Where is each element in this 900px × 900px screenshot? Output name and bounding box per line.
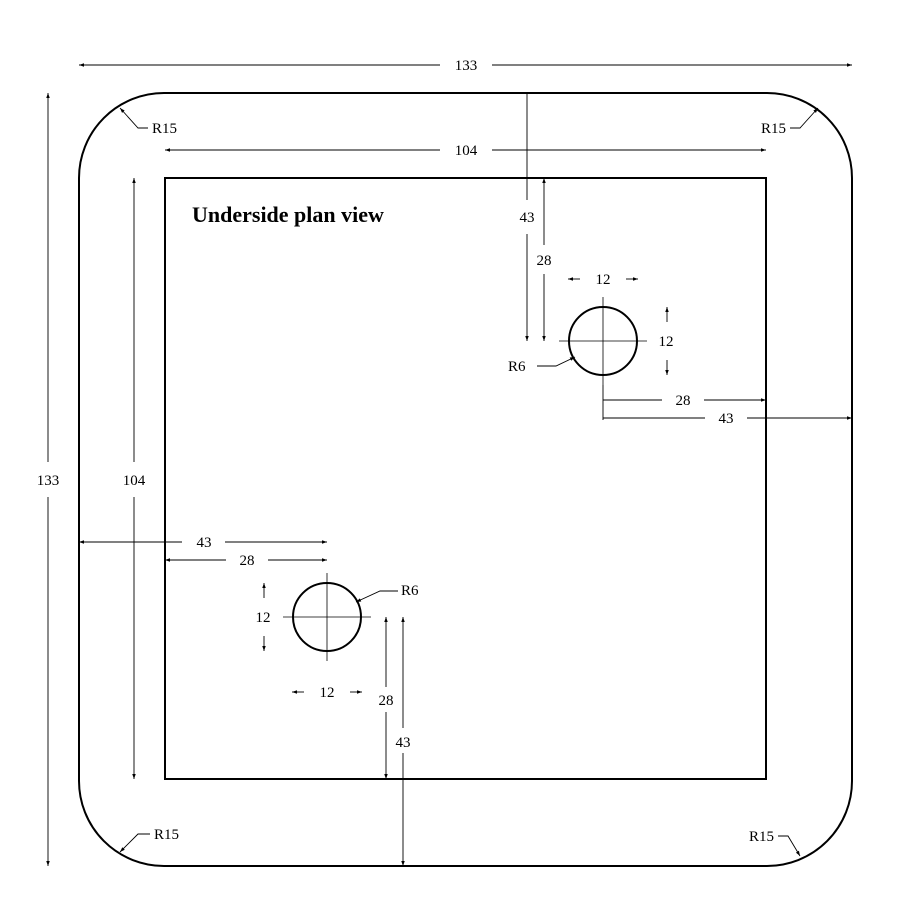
dim-upper-hole-diameter-v-text: 12 xyxy=(659,334,674,350)
dim-upper-hole-top-28-text: 28 xyxy=(537,253,552,269)
dim-lower-hole-bottom-28: 28 xyxy=(379,617,394,779)
dim-upper-hole-top-43: 43 xyxy=(520,93,535,341)
dim-upper-hole-diameter-h: 12 xyxy=(568,272,638,288)
corner-radius-top-left-text: R15 xyxy=(152,121,177,137)
dim-overall-height: 133 xyxy=(37,93,60,866)
dim-lower-hole-diameter-h-text: 12 xyxy=(320,685,335,701)
dim-upper-hole-right-43-text: 43 xyxy=(719,411,734,427)
dim-upper-hole-right-28-text: 28 xyxy=(676,393,691,409)
dim-inner-width-text: 104 xyxy=(455,143,478,159)
corner-radius-top-left: R15 xyxy=(119,107,177,137)
dim-lower-hole-left-43-text: 43 xyxy=(197,535,212,551)
dim-lower-hole-left-28: 28 xyxy=(165,553,327,569)
dim-overall-height-text: 133 xyxy=(37,473,60,489)
upper-hole-radius-text: R6 xyxy=(508,359,526,375)
outer-outline xyxy=(78,92,853,867)
dim-overall-width: 133 xyxy=(79,58,852,74)
dim-lower-hole-bottom-28-text: 28 xyxy=(379,693,394,709)
dim-inner-width: 104 xyxy=(165,143,766,159)
dim-upper-hole-top-28: 28 xyxy=(537,178,552,341)
lower-hole-centerlines xyxy=(283,573,371,661)
dim-overall-width-text: 133 xyxy=(455,58,478,74)
corner-radius-top-right: R15 xyxy=(761,107,819,137)
dim-upper-hole-right-43: 43 xyxy=(603,411,852,427)
dim-upper-hole-right-28: 28 xyxy=(602,385,766,420)
drawing-title: Underside plan view xyxy=(192,202,384,227)
dim-lower-hole-left-28-text: 28 xyxy=(240,553,255,569)
corner-radius-bottom-right: R15 xyxy=(749,829,801,857)
dim-inner-height-text: 104 xyxy=(123,473,146,489)
dim-lower-hole-diameter-h: 12 xyxy=(292,685,362,701)
dim-lower-hole-bottom-43: 43 xyxy=(396,617,411,866)
inner-square xyxy=(164,177,767,780)
dim-upper-hole-diameter-v: 12 xyxy=(659,307,674,375)
dim-lower-hole-diameter-v: 12 xyxy=(256,583,271,651)
lower-hole-radius-text: R6 xyxy=(401,583,419,599)
corner-radius-bottom-left: R15 xyxy=(119,827,179,853)
upper-hole-centerlines xyxy=(559,297,647,385)
dim-lower-hole-diameter-v-text: 12 xyxy=(256,610,271,626)
dim-lower-hole-bottom-43-text: 43 xyxy=(396,735,411,751)
upper-hole-radius: R6 xyxy=(508,356,576,375)
dim-inner-height: 104 xyxy=(123,178,146,779)
corner-radius-bottom-right-text: R15 xyxy=(749,829,774,845)
lower-hole-radius: R6 xyxy=(355,583,419,603)
dim-upper-hole-diameter-h-text: 12 xyxy=(596,272,611,288)
dim-lower-hole-left-43: 43 xyxy=(79,535,327,551)
corner-radius-bottom-left-text: R15 xyxy=(154,827,179,843)
corner-radius-top-right-text: R15 xyxy=(761,121,786,137)
dim-upper-hole-top-43-text: 43 xyxy=(520,210,535,226)
